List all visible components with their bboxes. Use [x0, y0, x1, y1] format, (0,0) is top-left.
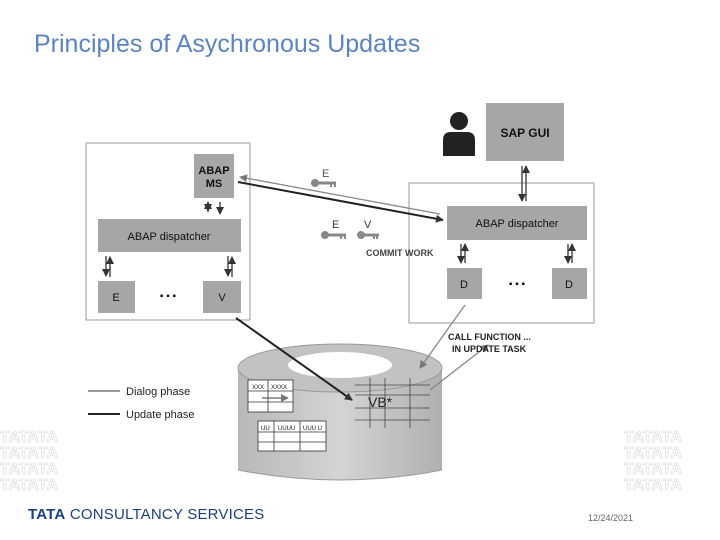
table-2-col3: UUU U — [303, 426, 322, 432]
update-write-arrow — [429, 344, 489, 391]
right-wp-d1-label: D — [460, 279, 468, 291]
right-vertical-arrows — [457, 165, 576, 264]
call-function-label-1: CALL FUNCTION ... — [448, 332, 531, 342]
table-2-col2: UUUU — [278, 426, 295, 432]
right-wp-d2-box — [552, 268, 587, 299]
person-icon — [443, 112, 475, 156]
d1-to-vb-arrow — [419, 304, 466, 369]
key-e-mid-label: E — [332, 219, 339, 231]
slide-title: Principles of Asychronous Updates — [34, 30, 421, 58]
slide-date: 12/24/2021 — [588, 513, 634, 523]
left-server-frame — [85, 142, 251, 321]
table-2 — [257, 420, 327, 452]
key-icon-e-mid — [321, 231, 346, 239]
table-1-col2: XXXX — [271, 385, 287, 391]
legend-update-label: Update phase — [126, 409, 195, 421]
tcs-logo-bold: TATA — [28, 506, 66, 523]
table-1-col1: XXX — [252, 385, 264, 391]
right-dispatcher-label: ABAP dispatcher — [476, 218, 559, 230]
abap-ms-box — [194, 154, 234, 198]
update-read-arrow — [235, 317, 353, 401]
vb-label: VB* — [368, 394, 393, 410]
key-e-top-label: E — [322, 168, 329, 180]
left-vertical-arrows — [102, 201, 236, 277]
table-2-col1: UU — [261, 426, 270, 432]
vb-table-grid — [355, 378, 430, 428]
right-dispatcher-box — [447, 206, 587, 240]
left-wp-dots: ▪ ▪ ▪ — [160, 291, 177, 302]
left-dispatcher-label: ABAP dispatcher — [128, 231, 211, 243]
abap-ms-label-1: ABAP — [198, 165, 229, 177]
left-wp-v-label: V — [218, 292, 226, 304]
left-dispatcher-box — [98, 219, 241, 252]
right-wp-d2-label: D — [565, 279, 573, 291]
call-function-label-2: IN UPDATE TASK — [452, 344, 527, 354]
right-wp-dots: ▪ ▪ ▪ — [509, 279, 526, 290]
abap-ms-label-2: MS — [206, 178, 223, 190]
key-v-mid-label: V — [364, 219, 372, 231]
left-wp-e-box — [98, 281, 135, 313]
left-wp-v-box — [203, 281, 241, 313]
legend-dialog-label: Dialog phase — [126, 386, 190, 398]
right-wp-d1-box — [447, 268, 482, 299]
right-server-frame — [408, 182, 595, 324]
key-icon-v-mid — [357, 231, 379, 239]
commit-work-label: COMMIT WORK — [366, 248, 434, 258]
sap-gui-box — [486, 103, 564, 161]
left-wp-e-label: E — [112, 292, 119, 304]
key-icon-e-top — [311, 179, 336, 187]
tcs-logo: TATA CONSULTANCY SERVICES — [28, 506, 264, 523]
sap-gui-label: SAP GUI — [500, 126, 549, 140]
ms-dispatcher-arrows — [237, 174, 444, 223]
tcs-logo-rest: CONSULTANCY SERVICES — [65, 506, 265, 523]
